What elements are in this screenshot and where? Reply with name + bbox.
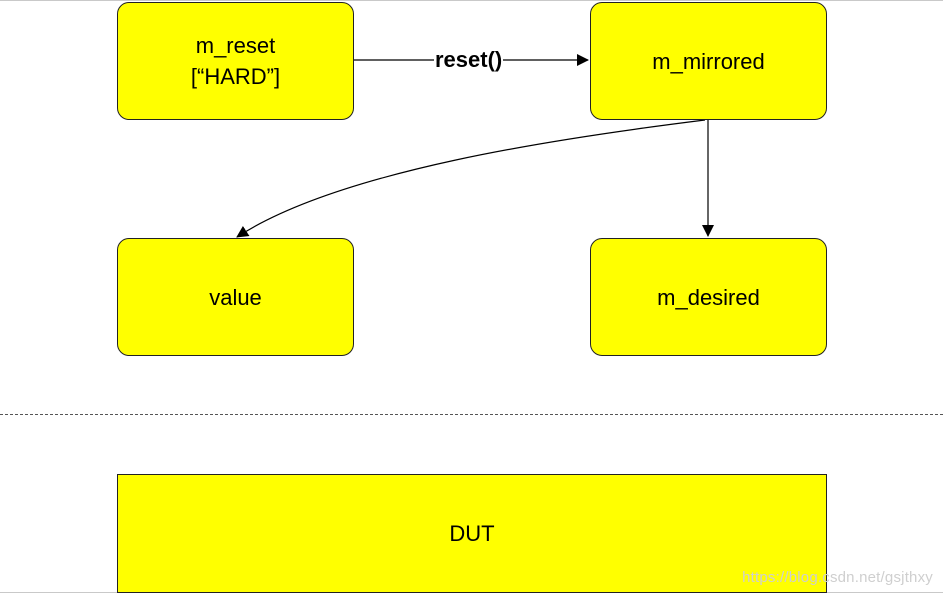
node-m-mirrored-label: m_mirrored [652, 48, 765, 74]
edge-mirrored-to-value [236, 119, 706, 238]
node-value-label: value [209, 284, 262, 310]
dashed-divider [0, 414, 943, 415]
top-border [0, 0, 943, 1]
watermark-text: https://blog.csdn.net/gsjthxy [742, 569, 933, 586]
node-m-reset-sublabel: [“HARD”] [190, 64, 281, 89]
node-m-desired: m_desired [590, 238, 827, 356]
node-m-mirrored: m_mirrored [590, 2, 827, 120]
node-m-reset: m_reset [“HARD”] [117, 2, 354, 120]
node-dut: DUT [117, 474, 827, 593]
node-value: value [117, 238, 354, 356]
node-m-reset-label: m_reset [195, 33, 276, 58]
node-dut-label: DUT [449, 521, 495, 546]
node-m-desired-label: m_desired [657, 284, 760, 310]
edge-label-reset: reset() [434, 47, 504, 73]
